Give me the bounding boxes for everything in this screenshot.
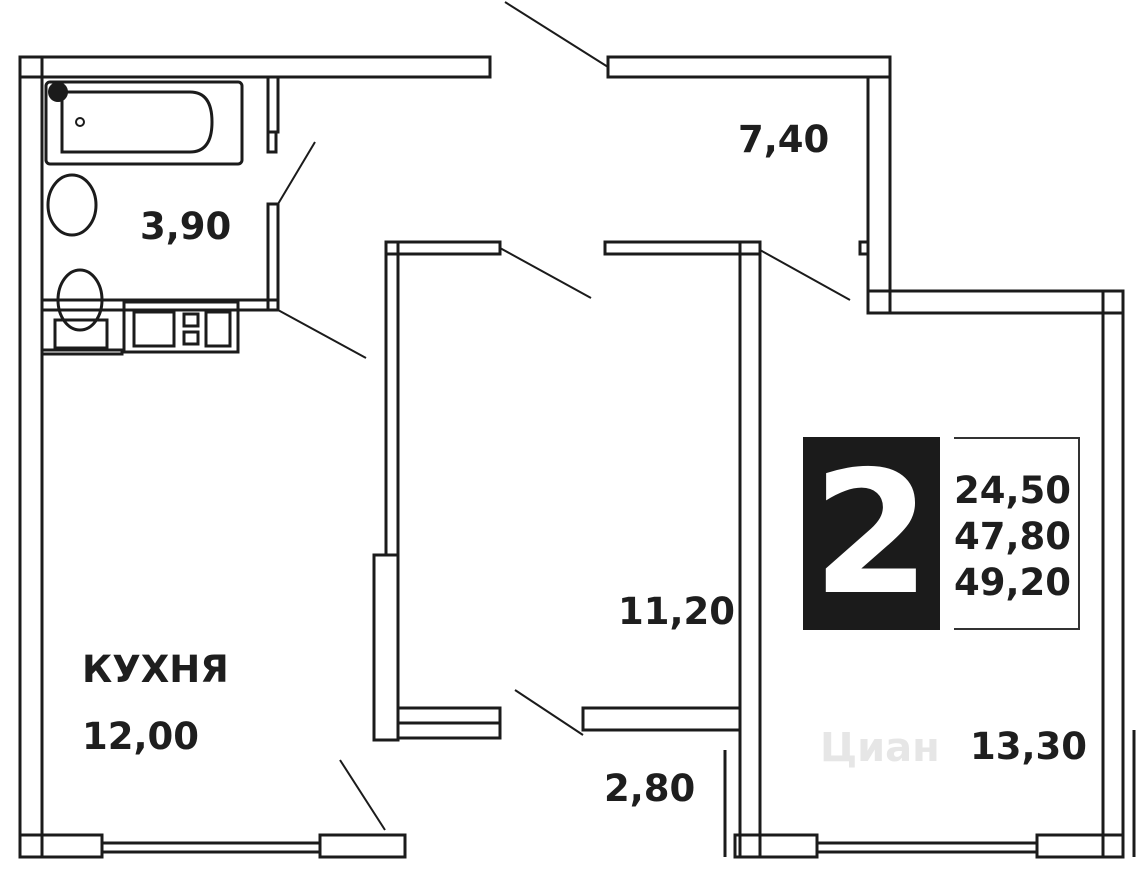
washer [122, 300, 240, 354]
wall-bottom-1 [18, 833, 104, 859]
label-living-area: 11,20 [618, 590, 736, 633]
watermark: Циан [820, 725, 940, 771]
partition-bath-upper [266, 75, 280, 134]
partition-bath-bottom [40, 298, 280, 312]
label-kitchen-name: КУХНЯ [82, 648, 229, 691]
partition-bath-right [266, 202, 280, 312]
door-kitchen-bath [277, 309, 367, 359]
label-corridor-area: 2,80 [604, 767, 696, 810]
area-summary: 24,50 47,80 49,20 [954, 437, 1080, 630]
room-count-badge: 2 [803, 437, 940, 630]
washer-panel-2 [182, 312, 200, 328]
living-area-value: 24,50 [954, 469, 1072, 512]
partition-living-top-left [384, 240, 502, 256]
wall-left [18, 55, 44, 859]
door-stub-2 [858, 240, 870, 256]
washer-panel-3 [182, 330, 200, 346]
label-kitchen-area: 12,00 [82, 715, 200, 758]
door-stub-1 [266, 130, 278, 154]
door-corridor [514, 689, 584, 736]
wall-right-upper [866, 75, 892, 315]
door-living [499, 247, 592, 299]
wall-bottom-4 [1035, 833, 1125, 859]
door-bedroom [759, 249, 851, 301]
bathtub [44, 80, 244, 166]
door-balcony [339, 759, 386, 831]
total-with-balcony-value: 49,20 [954, 561, 1072, 604]
partition-corridor [581, 706, 742, 732]
partition-bath-floor [40, 348, 124, 356]
wall-bottom-3 [733, 833, 819, 859]
total-area-value: 47,80 [954, 515, 1072, 558]
washer-panel-4 [204, 310, 232, 348]
drain [48, 82, 68, 102]
bathtub-inner [60, 90, 214, 154]
sink [46, 173, 98, 237]
tap [75, 117, 85, 127]
wall-top-right [606, 55, 892, 79]
wall-top-left [18, 55, 492, 79]
washer-panel-1 [132, 310, 176, 348]
partition-living-top-right [603, 240, 762, 256]
label-bathroom-area: 3,90 [140, 205, 232, 248]
toilet-tank [53, 318, 109, 350]
wall-right [1101, 289, 1125, 859]
door-bathroom [277, 141, 316, 205]
wall-bottom-2 [318, 833, 407, 859]
label-bedroom-area: 13,30 [970, 725, 1088, 768]
door-entrance [504, 1, 609, 68]
partition-living-left [384, 240, 400, 557]
label-hall-area: 7,40 [738, 118, 830, 161]
partition-living-right [738, 240, 762, 859]
toilet-bowl [56, 268, 104, 332]
partition-living-left-lower [372, 553, 400, 742]
wall-right-step [866, 289, 1125, 315]
